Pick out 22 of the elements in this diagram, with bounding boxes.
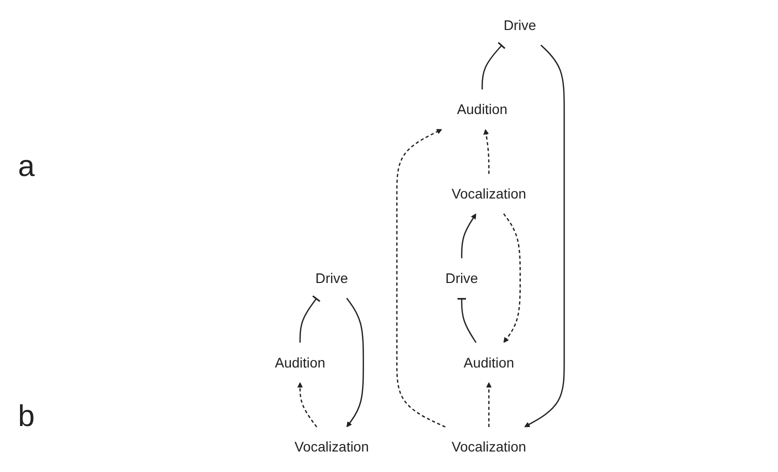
arrow [346, 298, 364, 428]
inhibition-line [482, 42, 506, 90]
node-label: Audition [456, 102, 508, 118]
node-label: Drive [504, 17, 536, 33]
node-label: Audition [274, 354, 326, 370]
arrow [396, 129, 446, 428]
node-label: Vocalization [294, 439, 369, 455]
node-label: Drive [445, 270, 478, 286]
arrow [486, 382, 492, 427]
arrow [461, 214, 476, 258]
inhibition-line [456, 298, 477, 343]
inhibition-line [299, 295, 321, 343]
node-label: Audition [464, 354, 514, 370]
panel-letter: b [18, 400, 35, 434]
arrow [297, 382, 318, 428]
node-label: Vocalization [452, 186, 526, 202]
arrow [503, 213, 521, 343]
arrow [524, 44, 565, 428]
arrow [483, 129, 490, 174]
node-label: Vocalization [452, 439, 526, 455]
panel-letter: a [18, 150, 35, 184]
node-label: Drive [315, 270, 348, 286]
